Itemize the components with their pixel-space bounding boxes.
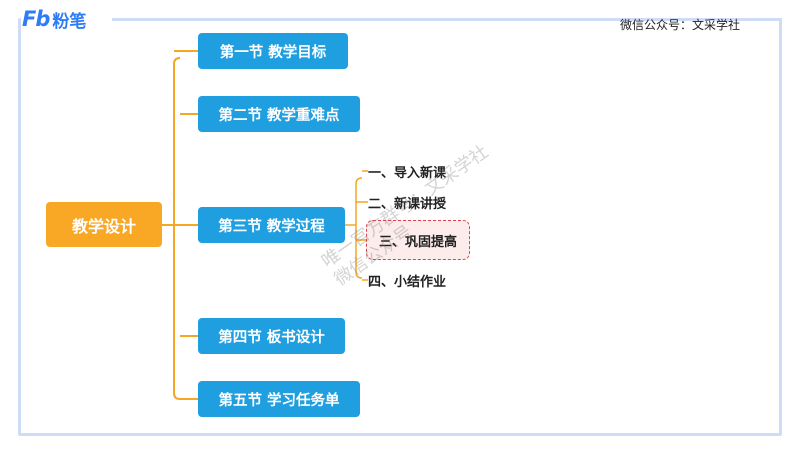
- section-node-3: 第三节 教学过程: [198, 207, 345, 243]
- wechat-caption: 微信公众号：文采学社: [620, 18, 741, 32]
- subitem-node-1: 一、导入新课: [368, 165, 447, 181]
- brand-logo-mark: Fb: [22, 7, 50, 31]
- subitem-node-4: 四、小结作业: [368, 274, 447, 290]
- slide-frame-top-border: [112, 18, 782, 21]
- connector-spine: [173, 57, 181, 400]
- subitem-node-3-highlighted: 三、巩固提高: [366, 220, 470, 260]
- root-node: 教学设计: [46, 202, 162, 247]
- connector-sub-spine: [355, 177, 363, 279]
- subitem-node-2: 二、新课讲授: [368, 196, 447, 212]
- section-node-4: 第四节 板书设计: [198, 318, 345, 354]
- section-node-2: 第二节 教学重难点: [198, 96, 360, 132]
- section-node-5: 第五节 学习任务单: [198, 381, 360, 417]
- brand-logo-name: 粉笔: [52, 11, 87, 32]
- section-node-1: 第一节 教学目标: [198, 33, 348, 69]
- slide-frame: [18, 18, 782, 436]
- brand-logo: Fb 粉笔: [22, 6, 86, 32]
